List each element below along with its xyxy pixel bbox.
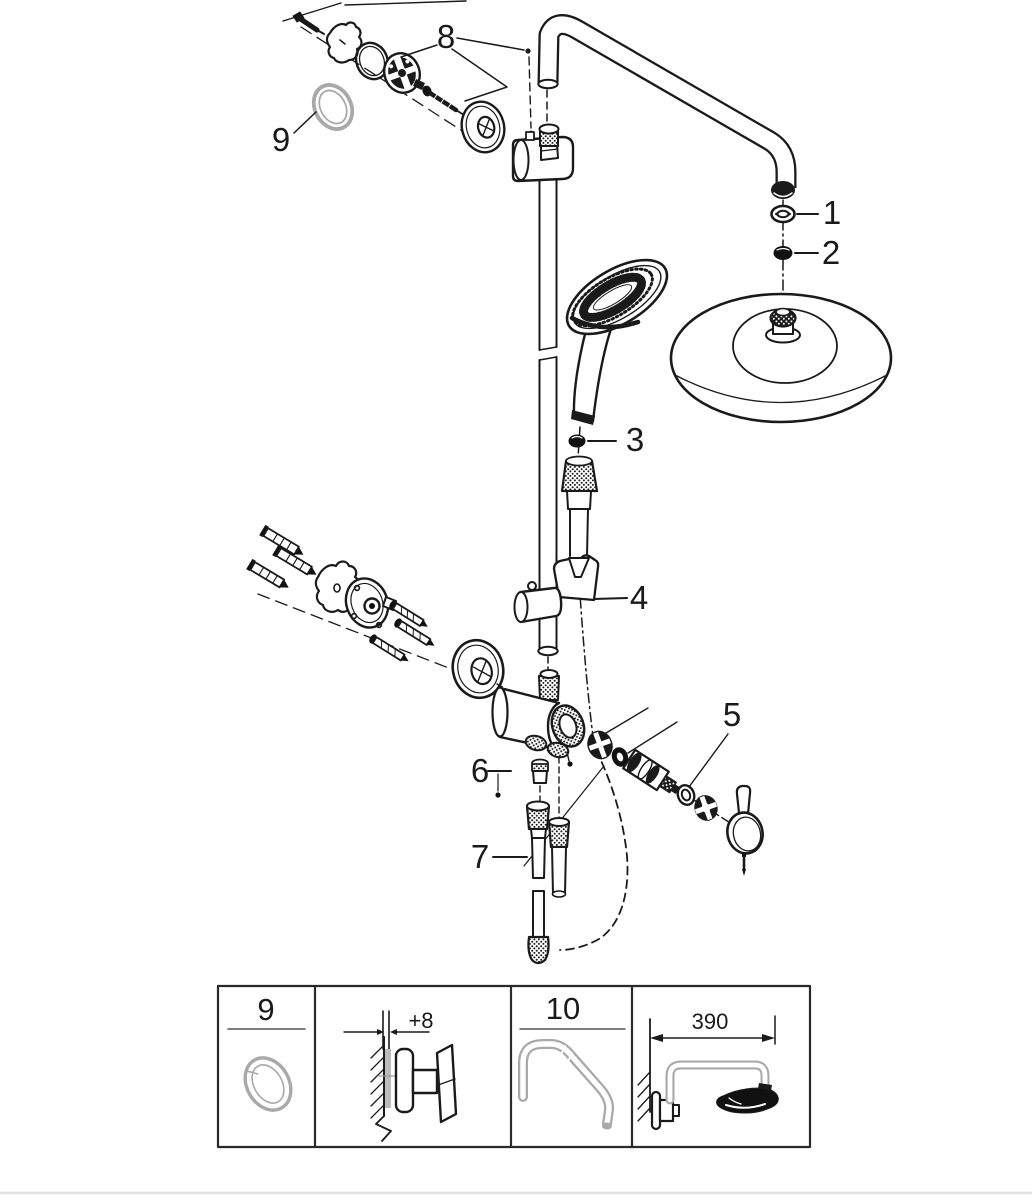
handle-knob-group: [726, 784, 764, 876]
diverter-valve-group: [491, 656, 586, 767]
cap-disc-icon: [587, 730, 613, 760]
escutcheon-side-view: [394, 1047, 415, 1114]
callout-5-leader: [600, 707, 649, 737]
cartridge-parts-group: [587, 707, 764, 876]
hose-connection-group: [560, 426, 617, 557]
panel-box-arm: [518, 1028, 626, 1130]
panel-box-seal: [227, 1028, 306, 1112]
mounting-nut-icon: [694, 795, 718, 821]
hand-shower-head: [565, 258, 669, 336]
part-label-4: 4: [630, 579, 648, 616]
flange-screw-icon: [389, 600, 428, 627]
gasket-part3-icon: [568, 434, 586, 448]
seal-ring-part9-icon: [311, 83, 355, 131]
arm-outlet-nut-icon: [771, 181, 795, 199]
part-label-7: 7: [471, 838, 489, 875]
hand-shower-side-icon: [716, 1083, 779, 1114]
callout-4-leader: [593, 597, 628, 600]
flange-screw-icon: [369, 634, 409, 662]
part-label-2: 2: [822, 234, 840, 271]
o-ring-icon: [611, 747, 629, 767]
part-label-3: 3: [626, 421, 644, 458]
mounting-flange-icon: [344, 577, 397, 629]
top-rail-bracket-group: [511, 89, 575, 183]
gasket-part2-icon: [773, 246, 793, 260]
cartridge-icon: [622, 748, 681, 795]
shower-hose-dashed-loop: [559, 749, 629, 951]
lower-escutcheon-icon: [451, 638, 505, 700]
detail-panel: [216, 984, 812, 1149]
hose-right: [547, 817, 571, 898]
callout-8-leader-c: [456, 37, 525, 51]
wall-anchor-icon: [272, 544, 317, 576]
part-label-5: 5: [723, 696, 741, 733]
flange-screw-icon: [394, 618, 435, 646]
slide-rail-group: [537, 177, 559, 657]
wall-anchor-icon: [246, 558, 289, 589]
head-union-nut-icon: [765, 307, 801, 344]
hand-shower-holder-group: [513, 554, 628, 624]
connection-hoses-group: [492, 800, 571, 965]
hand-shower-group: [565, 258, 669, 425]
fixing-screw-icon: [422, 85, 465, 116]
panel-label-9: 9: [257, 992, 274, 1027]
wall-anchor-icon: [259, 524, 304, 556]
callout-8-leader-a: [400, 44, 438, 58]
seal-ring-icon: [243, 1056, 293, 1112]
rain-shower-head-group: [669, 292, 893, 424]
head-connection-parts-group: [770, 199, 819, 311]
lower-wall-mount-exploded-group: [246, 524, 514, 700]
offset-dimension-label: +8: [408, 1008, 433, 1033]
washer-icon: [676, 784, 696, 806]
panel-box-reach: [637, 1015, 779, 1131]
panel-box-offset: [343, 1010, 458, 1142]
valve-union-icon: [538, 675, 560, 701]
upper-wall-bracket-exploded-group: [282, 0, 534, 154]
part-label-1: 1: [823, 194, 841, 231]
wall-screw-icon: [292, 11, 325, 35]
part-label-9: 9: [272, 121, 290, 158]
upper-escutcheon-icon: [460, 100, 506, 154]
o-ring-icon: [354, 41, 390, 81]
panel-label-10: 10: [546, 991, 580, 1026]
callout-5-leader: [627, 721, 678, 754]
valve-inlet-nipple: [546, 741, 570, 759]
washer-part1-icon: [770, 204, 796, 224]
callout-5-leader: [685, 733, 729, 792]
adapter-knurl: [531, 763, 549, 772]
part-label-6: 6: [471, 752, 489, 789]
bracket-flange-icon: [382, 52, 422, 94]
hose-left: [525, 800, 551, 965]
callout-8-leader-b: [451, 48, 508, 102]
hose-axis-line: [578, 579, 595, 745]
shower-arm-icon: [518, 1039, 615, 1130]
rail-side-view: [435, 1043, 458, 1124]
hose-cone-icon: [568, 557, 590, 578]
handle-lever: [735, 784, 752, 816]
rail-union-icon: [538, 123, 560, 161]
callout-9-leader: [293, 111, 317, 134]
shower-arm-group: [537, 14, 797, 199]
part-label-8: 8: [437, 18, 455, 55]
spacer-bar: [385, 1049, 391, 1108]
valve-inlet-nipple: [524, 734, 548, 752]
reach-dimension-label: 390: [692, 1009, 729, 1034]
adapter-part6-group: [487, 756, 560, 819]
riser-end-cap: [537, 78, 559, 90]
